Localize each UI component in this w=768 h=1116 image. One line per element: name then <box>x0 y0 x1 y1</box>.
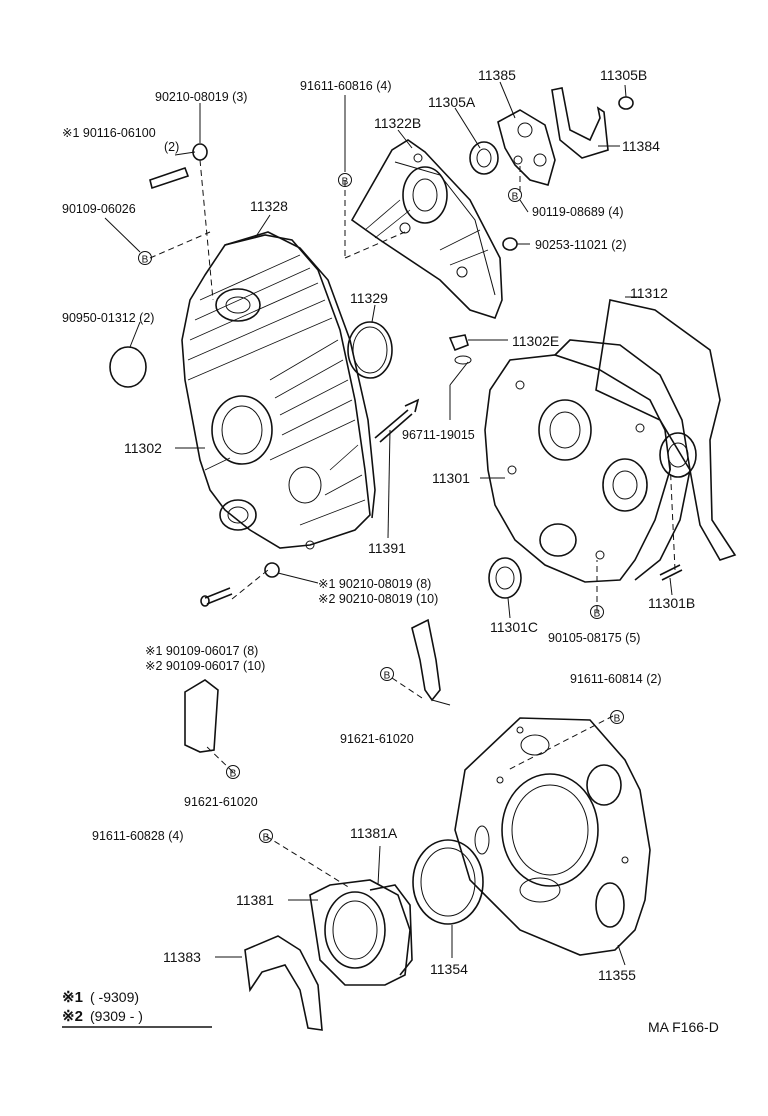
part-11391-pin <box>374 398 420 443</box>
label-90950: 90950-01312 (2) <box>62 311 154 325</box>
legend-range-2: (9309 - ) <box>90 1008 143 1024</box>
part-11329-gasket <box>347 321 393 379</box>
label-11301c: 11301C <box>490 619 538 635</box>
label-11329: 11329 <box>350 290 388 306</box>
part-90950-plug <box>109 346 147 388</box>
bolt-marker: B <box>380 667 394 682</box>
bolt-marker: B <box>508 188 522 203</box>
svg-text:B: B <box>342 177 349 188</box>
label-90210-top: 90210-08019 (3) <box>155 90 247 104</box>
label-90210-v1: ※1 90210-08019 (8) <box>318 577 431 591</box>
label-90116: ※1 90116-06100 <box>62 126 156 140</box>
svg-text:B: B <box>142 255 149 266</box>
diagram-code: MA F166-D <box>648 1019 719 1035</box>
part-11301-case <box>484 339 697 583</box>
part-11301c-seal <box>488 557 522 599</box>
part-90109-bolt <box>200 562 280 607</box>
part-11381-retainer <box>309 879 413 986</box>
part-11302e-plug <box>448 334 469 352</box>
label-11302: 11302 <box>124 440 162 456</box>
bolt-marker: B <box>610 710 624 725</box>
bolt-marker: B <box>590 605 604 620</box>
bolt-marker: B <box>138 251 152 266</box>
part-11385-bracket <box>497 109 556 186</box>
part-90253-plug <box>502 237 518 251</box>
label-11385: 11385 <box>478 67 516 83</box>
svg-text:B: B <box>512 192 519 203</box>
part-11322b-cover <box>350 139 503 319</box>
label-91611-60814: 91611-60814 (2) <box>570 672 662 686</box>
part-11305a-seal <box>469 141 499 175</box>
label-11381a: 11381A <box>350 825 398 841</box>
label-11305b: 11305B <box>600 67 647 83</box>
label-90109-v1: ※1 90109-06017 (8) <box>145 644 258 658</box>
label-11312: 11312 <box>630 285 668 301</box>
label-90116-qty: (2) <box>164 140 179 154</box>
bolt-markers: B B B B B B B B <box>138 173 624 844</box>
label-90109-06026: 90109-06026 <box>62 202 136 216</box>
part-11301b-stud <box>659 564 683 581</box>
label-11301b: 11301B <box>648 595 695 611</box>
label-90253: 90253-11021 (2) <box>535 238 627 252</box>
legend-range-1: ( -9309) <box>90 989 139 1005</box>
label-11383: 11383 <box>163 949 201 965</box>
part-11384-gasket <box>551 87 609 159</box>
bolt-marker: B <box>226 765 240 780</box>
label-11322b: 11322B <box>374 115 421 131</box>
label-91621-b: 91621-61020 <box>184 795 258 809</box>
part-11383-gasket <box>244 935 323 1031</box>
legend-mark-2: ※2 <box>62 1008 83 1025</box>
bolt-marker: B <box>338 173 352 188</box>
label-11354: 11354 <box>430 961 468 977</box>
callout-lines <box>104 81 673 966</box>
svg-text:B: B <box>614 714 621 725</box>
svg-text:B: B <box>384 671 391 682</box>
label-11384: 11384 <box>622 138 660 154</box>
svg-text:B: B <box>594 609 601 620</box>
label-11301: 11301 <box>432 470 470 486</box>
part-91621-bracket-a <box>411 618 451 706</box>
part-11355-plate <box>454 717 651 956</box>
part-11312-gasket <box>595 299 737 561</box>
label-11381: 11381 <box>236 892 274 908</box>
label-91611-60828: 91611-60828 (4) <box>92 829 184 843</box>
bolt-marker: B <box>259 829 273 844</box>
label-11302e: 11302E <box>512 333 559 349</box>
part-11354-seal <box>412 839 484 925</box>
part-91621-bracket-b <box>184 679 219 753</box>
part-11305b-plug <box>618 96 634 110</box>
label-11391: 11391 <box>368 540 406 556</box>
label-90109-v2: ※2 90109-06017 (10) <box>145 659 265 673</box>
label-90119: 90119-08689 (4) <box>532 205 624 219</box>
svg-text:B: B <box>263 833 270 844</box>
label-11328: 11328 <box>250 198 288 214</box>
label-91621-a: 91621-61020 <box>340 732 414 746</box>
label-91611-60816: 91611-60816 (4) <box>300 79 392 93</box>
part-11302-cover <box>181 231 376 550</box>
leader-lines <box>149 159 676 889</box>
label-11305a: 11305A <box>428 94 476 110</box>
label-90105: 90105-08175 (5) <box>548 631 640 645</box>
legend: ※1 ( -9309) ※2 (9309 - ) <box>62 989 212 1028</box>
label-90210-v2: ※2 90210-08019 (10) <box>318 592 438 606</box>
part-labels: 11385 11305B 11305A 11322B 11384 90119-0… <box>62 67 695 983</box>
legend-mark-1: ※1 <box>62 989 83 1006</box>
label-11355: 11355 <box>598 967 636 983</box>
label-96711: 96711-19015 <box>402 428 475 442</box>
part-96711-oring <box>454 355 472 365</box>
svg-text:B: B <box>230 769 237 780</box>
